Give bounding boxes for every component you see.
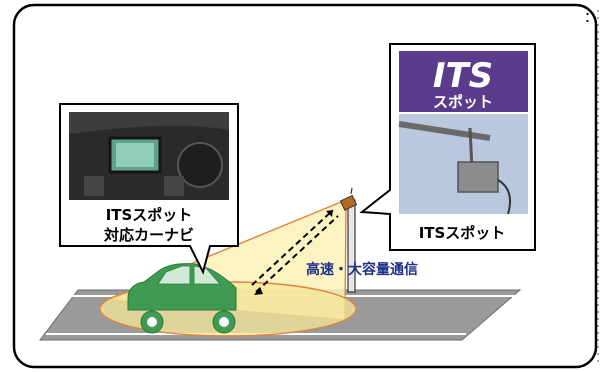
roadside-antenna-photo	[398, 114, 528, 215]
its-spot-logo-line1: ITS	[433, 56, 493, 96]
car-nav-callout-line2: 対応カーナビ	[103, 226, 194, 244]
its-spot-caption: ITSスポット	[419, 224, 506, 242]
page-marker: ：	[584, 10, 598, 26]
data-arrows	[251, 209, 339, 295]
car-nav-callout-line1: ITSスポット	[106, 206, 193, 224]
its-spot-logo-line2: スポット	[433, 93, 493, 111]
antenna-pole	[347, 199, 356, 293]
car-icon	[127, 263, 237, 334]
its-spot-logo-badge	[399, 51, 528, 112]
car-navigation-screen-photo	[69, 112, 229, 200]
antenna-icon	[339, 187, 358, 211]
communication-label: 高速・大容量通信	[306, 261, 418, 278]
